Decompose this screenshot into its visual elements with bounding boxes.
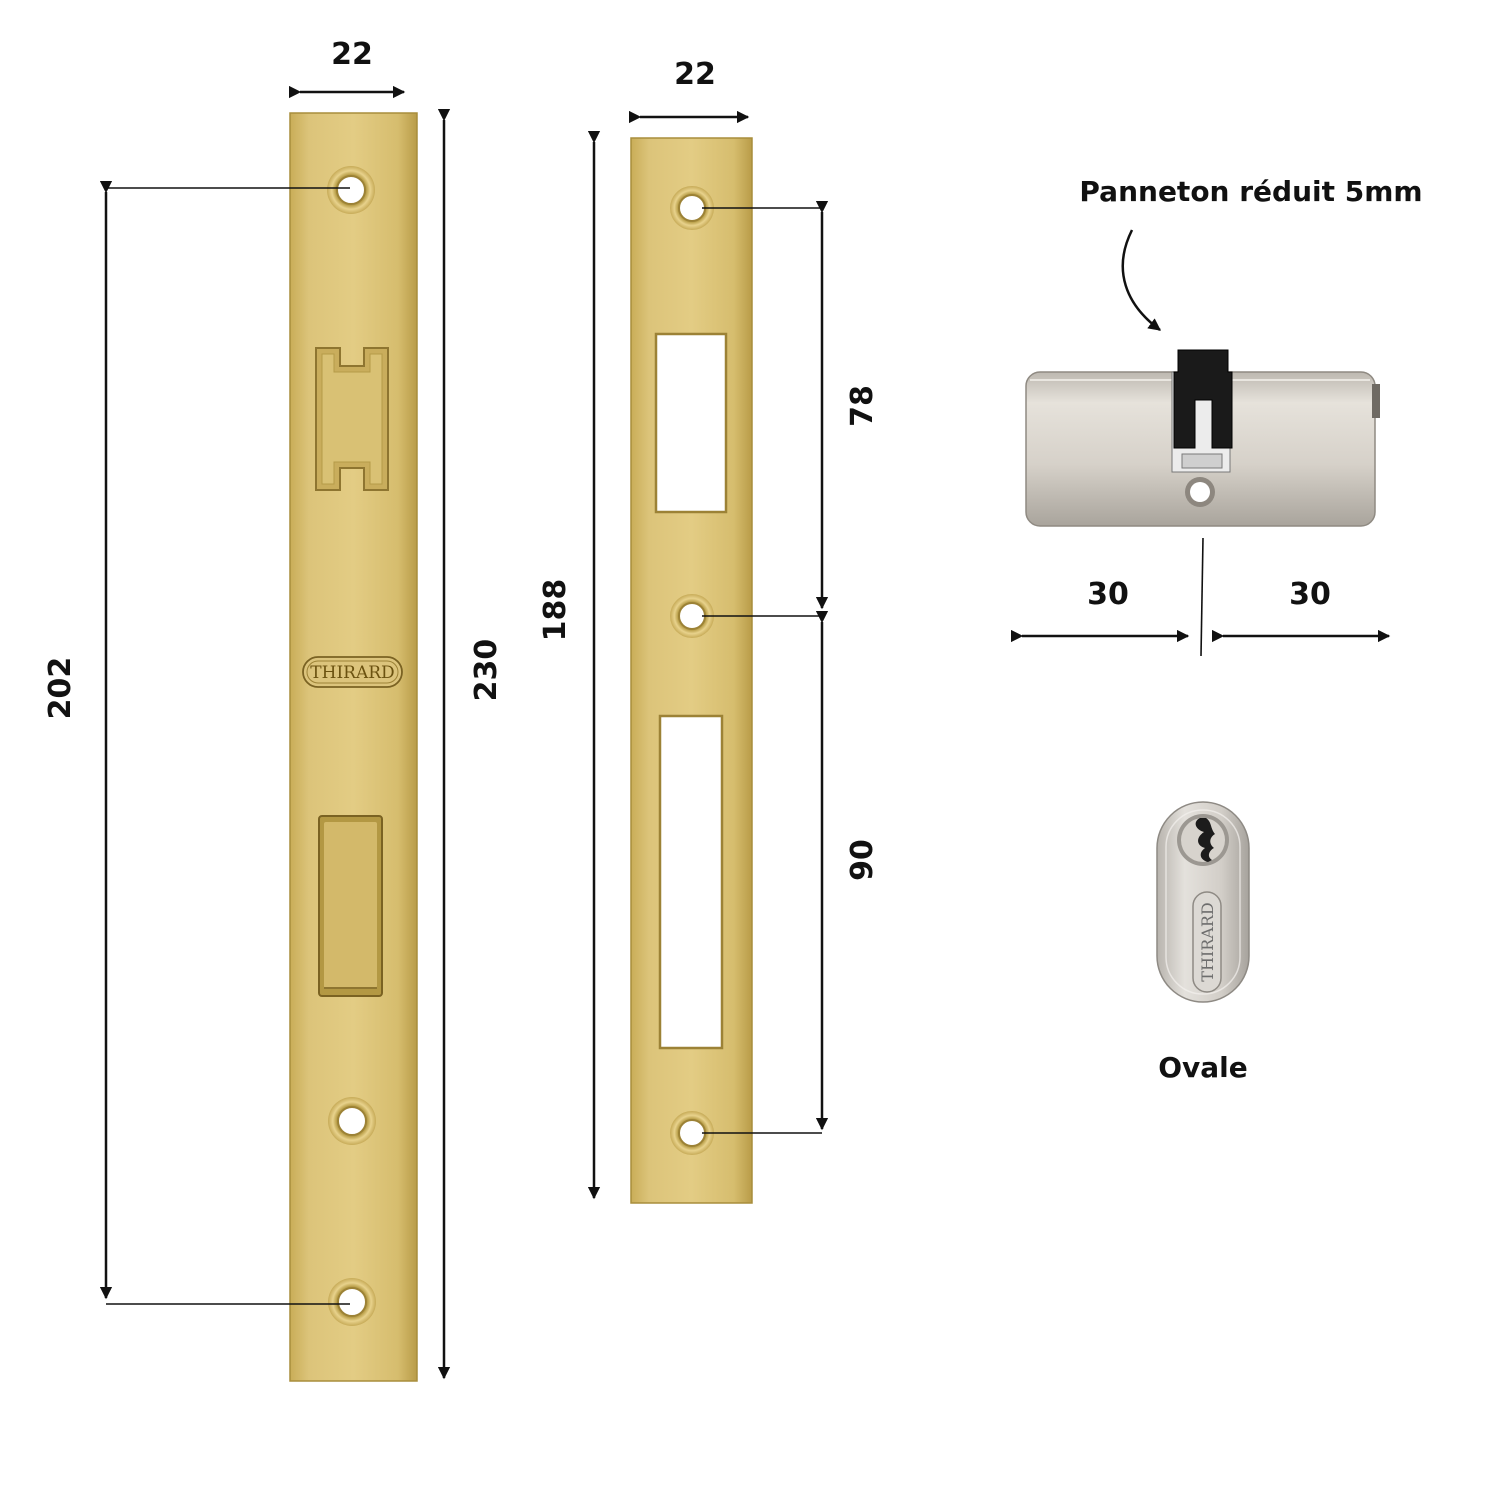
center-line <box>1200 537 1204 657</box>
faceplate-brand-text: THIRARD <box>310 663 394 683</box>
cylinder-end-detail <box>1372 384 1380 418</box>
keyway-icon <box>1177 814 1229 866</box>
lock-height-label: 230 <box>469 639 504 702</box>
escutcheon-logo: THIRARD <box>1192 891 1222 993</box>
lock-width-label: 22 <box>331 37 373 72</box>
cylinder-length-dimensions: 30 30 <box>1010 537 1391 657</box>
lock-hole-spacing-dimension: 202 <box>43 180 350 1305</box>
latch-bolt <box>315 347 389 491</box>
latch-opening <box>654 332 728 514</box>
thirard-logo-badge: THIRARD <box>302 656 403 688</box>
lock-width-dimension: 22 <box>288 37 406 99</box>
oval-escutcheon: THIRARD <box>1156 801 1250 1003</box>
strike-width-label: 22 <box>674 57 716 92</box>
strike-height-label: 188 <box>538 579 573 642</box>
screw-hole-middle <box>328 1097 376 1145</box>
escutcheon-caption: Ovale <box>1158 1051 1248 1084</box>
strike-upper-spacing-label: 78 <box>845 385 880 427</box>
screw-hole-top <box>327 166 375 214</box>
strike-screw-hole-middle <box>670 594 714 638</box>
cylinder-left-length-label: 30 <box>1087 577 1129 612</box>
strike-lower-spacing-dimension: 90 <box>702 610 880 1134</box>
lock-faceplate: THIRARD <box>289 112 418 1382</box>
deadbolt-opening <box>658 714 724 1050</box>
strike-width-dimension: 22 <box>628 57 750 124</box>
lock-hole-spacing-label: 202 <box>43 657 78 720</box>
cam-callout: Panneton réduit 5mm <box>1079 175 1423 332</box>
cam-caption: Panneton réduit 5mm <box>1079 175 1422 208</box>
strike-screw-hole-top <box>670 186 714 230</box>
escutcheon-brand-text: THIRARD <box>1198 902 1217 981</box>
screw-hole-bottom <box>328 1278 376 1326</box>
deadbolt <box>318 815 383 997</box>
lock-height-dimension: 230 <box>437 108 504 1380</box>
callout-arrow-icon <box>1121 229 1162 332</box>
cylinder-right-length-label: 30 <box>1289 577 1331 612</box>
cylinder-screw-hole <box>1185 477 1215 507</box>
strike-height-dimension: 188 <box>538 130 601 1200</box>
cam-blade <box>1171 349 1233 473</box>
strike-plate <box>630 137 753 1204</box>
strike-upper-spacing-dimension: 78 <box>702 200 880 617</box>
strike-lower-spacing-label: 90 <box>845 839 880 881</box>
euro-cylinder <box>1025 349 1380 527</box>
